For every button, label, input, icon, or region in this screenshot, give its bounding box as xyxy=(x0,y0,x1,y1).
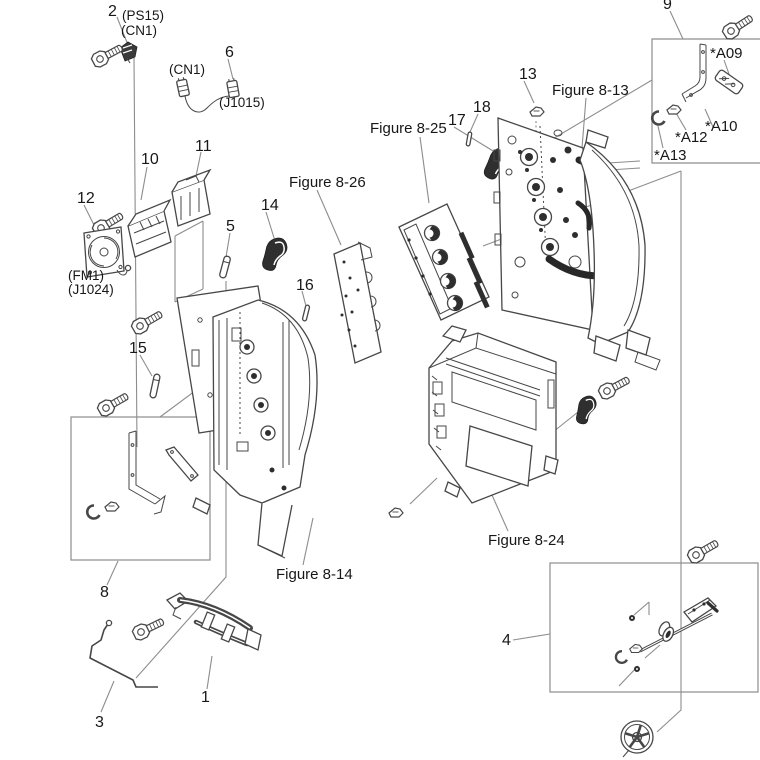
callout-15: 15 xyxy=(129,340,147,357)
callout-10: 10 xyxy=(141,151,159,168)
screw-region-9 xyxy=(720,10,757,42)
callout-11: 11 xyxy=(195,138,212,155)
text-labels: 2 (PS15) (CN1) 6 (CN1) (J1015) 10 11 12 … xyxy=(68,0,743,731)
part-2-sensor-bracket xyxy=(119,41,138,64)
part-16-pin xyxy=(301,304,311,322)
box-region-9 xyxy=(651,38,760,164)
figure-8-25-roller-frame xyxy=(398,203,490,321)
callout-8: 8 xyxy=(100,584,109,601)
ref-label-a13: *A13 xyxy=(654,147,687,164)
connector-label-j1024: (J1024) xyxy=(68,282,114,297)
region-8-brackets xyxy=(85,430,199,520)
clip-figure-8-24 xyxy=(388,507,404,518)
part-5-pin xyxy=(219,255,231,279)
part-3-wire xyxy=(89,619,158,688)
figure-8-24-unit xyxy=(428,325,559,504)
roller-row xyxy=(423,224,464,312)
part-a13-cclip xyxy=(650,110,666,126)
figure-8-14-frame xyxy=(176,285,318,559)
part-11-duct-bracket xyxy=(171,168,212,227)
callout-5: 5 xyxy=(226,218,235,235)
part-wheel-gear xyxy=(620,720,654,758)
screw-figure-8-24 xyxy=(596,372,633,402)
callout-9: 9 xyxy=(663,0,672,13)
callout-3: 3 xyxy=(95,714,104,731)
lever-figure-8-24 xyxy=(574,394,599,426)
part-14-lever xyxy=(261,237,288,272)
part-12-fan xyxy=(83,226,132,278)
region-4-shaft-assembly xyxy=(614,597,719,672)
part-13-clip xyxy=(529,106,545,117)
connector-label-ps15: (PS15) xyxy=(122,8,164,23)
screw-left-upper xyxy=(129,306,166,337)
part-a09-plate xyxy=(714,69,744,95)
callout-12: 12 xyxy=(77,190,95,207)
callout-4: 4 xyxy=(502,632,511,649)
screw-rail xyxy=(130,614,167,643)
figure-ref-8-25: Figure 8-25 xyxy=(370,120,447,137)
part-15-pin xyxy=(149,373,161,399)
figure-ref-8-24: Figure 8-24 xyxy=(488,532,565,549)
part-10-fan-duct xyxy=(127,198,172,258)
callout-14: 14 xyxy=(261,197,279,214)
box-region-4 xyxy=(549,562,759,693)
ref-label-a10: *A10 xyxy=(705,118,738,135)
callout-16: 16 xyxy=(296,277,314,294)
gear-clusters xyxy=(518,146,578,257)
figure-8-26-plate xyxy=(333,241,382,364)
screw-left-lower xyxy=(95,388,132,419)
connector-label-fm1: (FM1) xyxy=(68,268,104,283)
connector-label-cn1-top: (CN1) xyxy=(121,23,157,38)
callout-13: 13 xyxy=(519,66,537,83)
figure-ref-8-14: Figure 8-14 xyxy=(276,566,353,583)
screw-region-4 xyxy=(685,535,722,566)
screw-part-2 xyxy=(89,40,126,70)
callout-6: 6 xyxy=(225,44,234,61)
box-region-8 xyxy=(70,416,211,561)
callout-18: 18 xyxy=(473,99,491,116)
part-18-pin xyxy=(465,131,473,147)
ref-label-a12: *A12 xyxy=(675,129,708,146)
ref-label-a09: *A09 xyxy=(710,45,743,62)
leader-lines xyxy=(83,10,730,733)
region-9-brackets xyxy=(650,43,744,126)
callout-2: 2 xyxy=(108,3,117,20)
connector-label-j1015: (J1015) xyxy=(219,95,265,110)
part-a12-clip xyxy=(666,104,682,115)
figure-ref-8-26: Figure 8-26 xyxy=(289,174,366,191)
part-1-rail xyxy=(165,592,262,651)
region-boxes xyxy=(70,38,760,693)
figure-8-13-frame xyxy=(493,117,661,371)
callout-17: 17 xyxy=(448,112,466,129)
callout-1: 1 xyxy=(201,689,210,706)
connector-label-cn1-mid: (CN1) xyxy=(169,62,205,77)
figure-ref-8-13: Figure 8-13 xyxy=(552,82,629,99)
part-6-cable-harness xyxy=(175,76,240,113)
